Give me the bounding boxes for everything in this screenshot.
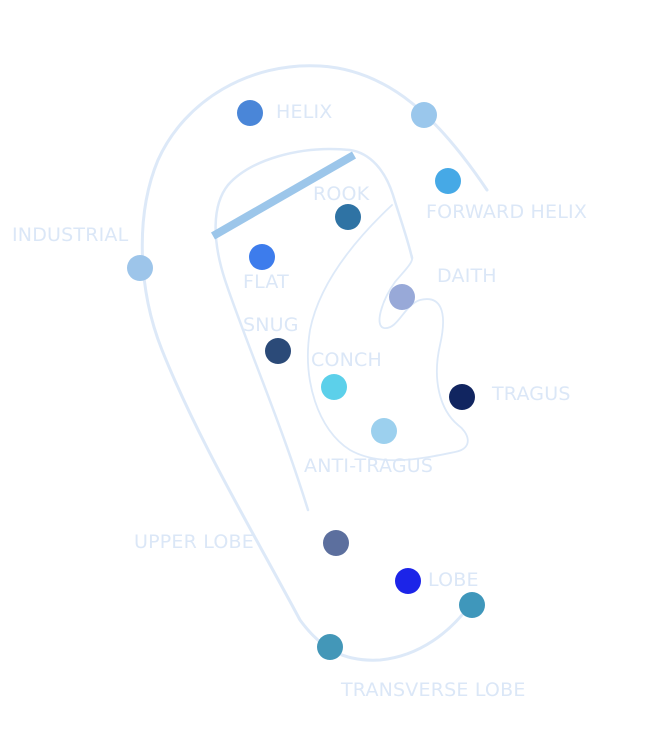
- lobe-label: LOBE: [428, 569, 479, 591]
- upper-lobe-label: UPPER LOBE: [134, 531, 254, 553]
- transverse-lobe-label: TRANSVERSE LOBE: [341, 679, 526, 701]
- flat-piercing-dot: [249, 244, 275, 270]
- ear-inner-rim: [214, 147, 414, 512]
- daith-label: DAITH: [437, 265, 497, 287]
- anti-tragus-piercing-dot: [371, 418, 397, 444]
- upper-lobe-piercing-dot: [323, 530, 349, 556]
- daith-piercing-dot: [389, 284, 415, 310]
- lobe-2-piercing-dot: [459, 592, 485, 618]
- industrial-label: INDUSTRIAL: [12, 224, 129, 246]
- snug-piercing-dot: [265, 338, 291, 364]
- rook-piercing-dot: [335, 204, 361, 230]
- industrial-bar: [211, 151, 356, 240]
- helix-label: HELIX: [276, 101, 333, 123]
- forward-helix-piercing-dot: [435, 168, 461, 194]
- lobe-piercing-dot: [395, 568, 421, 594]
- snug-label: SNUG: [243, 314, 299, 336]
- rook-label: ROOK: [313, 183, 370, 205]
- flat-label: FLAT: [243, 271, 289, 293]
- helix-piercing-dot: [237, 100, 263, 126]
- helix-2-piercing-dot: [411, 102, 437, 128]
- conch-piercing-dot: [321, 374, 347, 400]
- tragus-label: TRAGUS: [492, 383, 571, 405]
- tragus-piercing-dot: [449, 384, 475, 410]
- forward-helix-label: FORWARD HELIX: [426, 201, 588, 223]
- ear-outer-contour: [140, 64, 489, 662]
- transverse-lobe-piercing-dot: [317, 634, 343, 660]
- conch-label: CONCH: [311, 349, 382, 371]
- anti-tragus-label: ANTI-TRAGUS: [304, 455, 434, 477]
- industrial-piercing-dot: [127, 255, 153, 281]
- ear-concha-contour: [307, 204, 469, 462]
